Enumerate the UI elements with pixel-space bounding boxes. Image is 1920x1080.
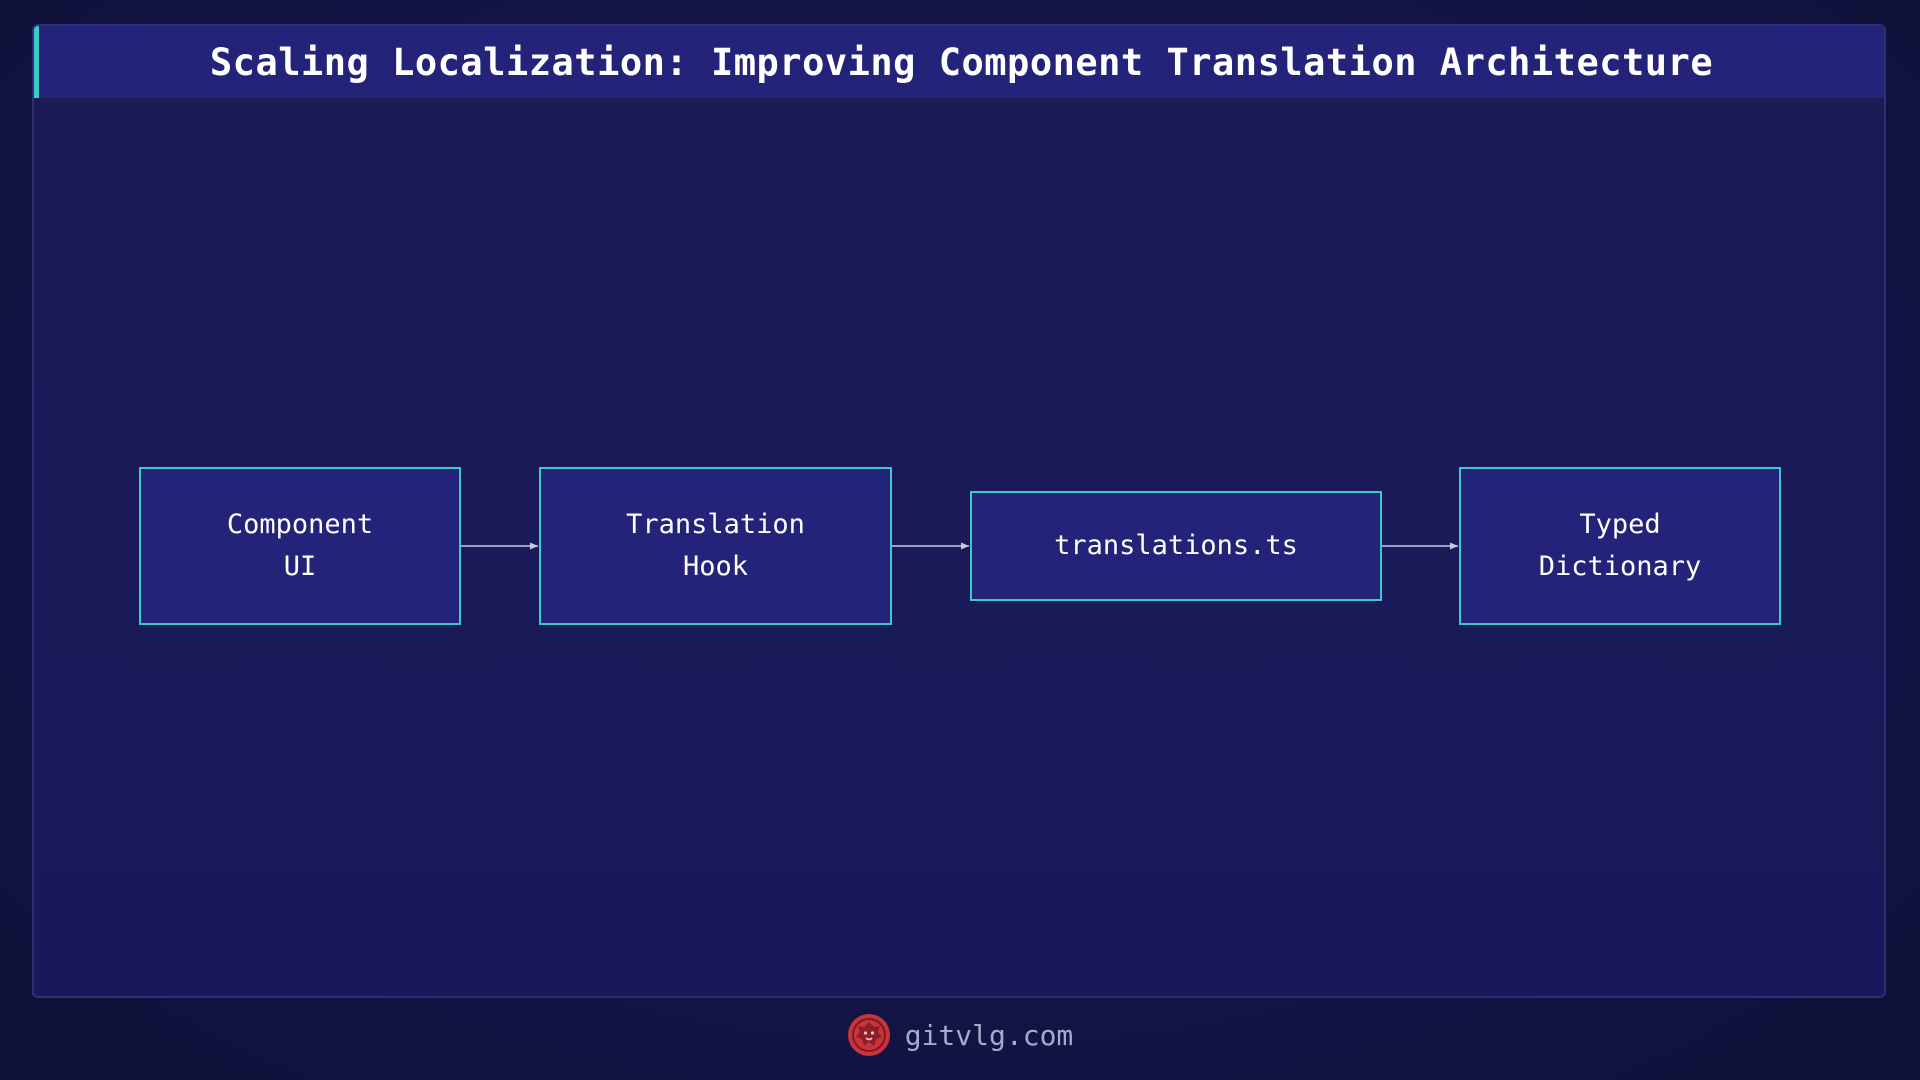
node-component-ui[interactable]: Component UI — [139, 467, 461, 625]
title-bar: Scaling Localization: Improving Componen… — [34, 26, 1884, 98]
footer-site-link[interactable]: gitvlg.com — [904, 1018, 1074, 1052]
node-translation-hook[interactable]: Translation Hook — [539, 467, 892, 625]
node-typed-dictionary[interactable]: Typed Dictionary — [1459, 467, 1781, 625]
footer: gitvlg.com — [0, 1010, 1920, 1060]
lion-head-icon — [847, 1014, 890, 1056]
page-title: Scaling Localization: Improving Componen… — [209, 40, 1714, 84]
node-translations-ts[interactable]: translations.ts — [970, 491, 1382, 601]
